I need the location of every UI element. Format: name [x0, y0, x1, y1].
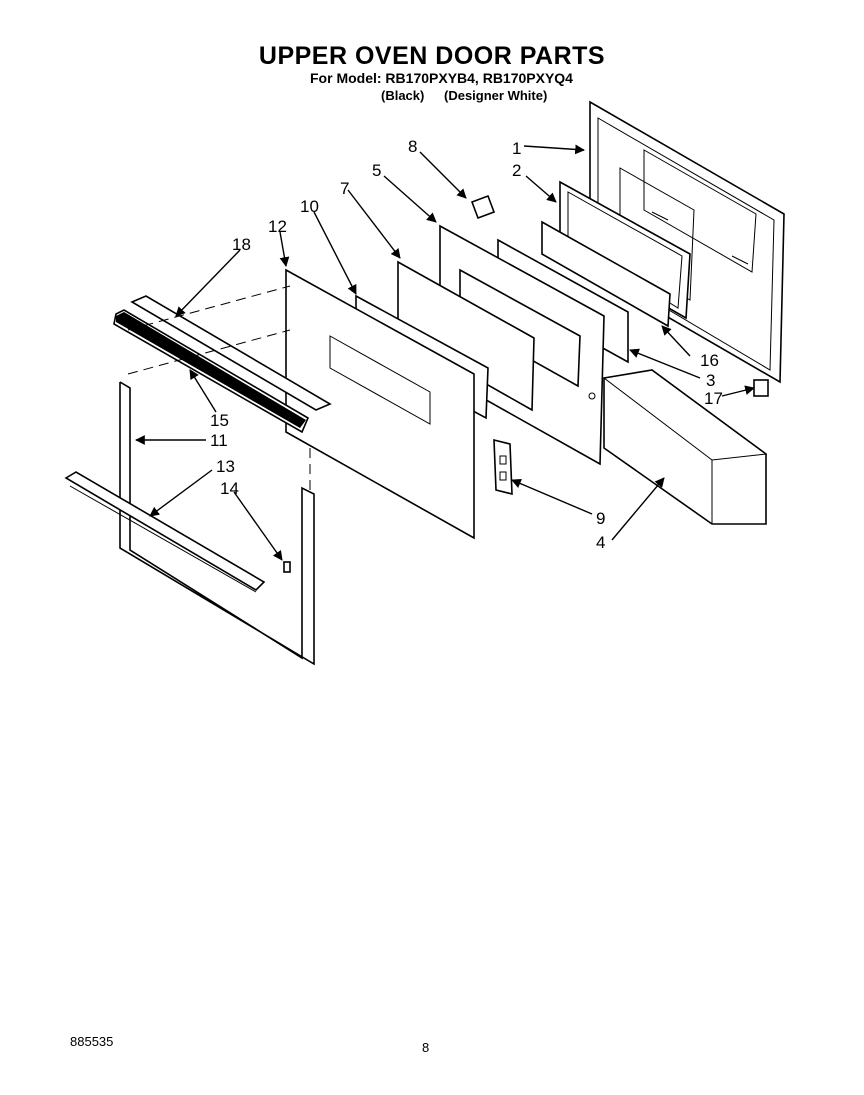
callout-15: 15: [210, 411, 229, 430]
callout-18: 18: [232, 235, 251, 254]
part-17-clip: [753, 379, 769, 397]
page-title: UPPER OVEN DOOR PARTS: [258, 42, 606, 70]
part-7-window-glass: [397, 260, 535, 412]
model-line: For Model: RB170PXYB4, RB170PXYQ4: [310, 70, 573, 86]
callout-9: 9: [596, 509, 605, 528]
callout-8: 8: [408, 137, 417, 156]
callout-14: 14: [220, 479, 239, 498]
callout-2: 2: [512, 161, 521, 180]
callout-1: 1: [512, 139, 521, 158]
page-number: 8: [422, 1040, 430, 1055]
variant-white-label: (Designer White): [444, 88, 548, 103]
part-15-vent-assembly: [113, 309, 310, 434]
callout-7: 7: [340, 179, 349, 198]
part-8-bracket: [470, 194, 496, 220]
callout-4: 4: [596, 533, 605, 552]
part-14-screw: [283, 561, 291, 573]
callout-12: 12: [268, 217, 287, 236]
callout-11: 11: [210, 431, 228, 450]
callout-3: 3: [706, 371, 715, 390]
callout-10: 10: [300, 197, 319, 216]
part-11-outer-door-frame: [119, 381, 315, 666]
document-code: 885535: [70, 1034, 114, 1049]
part-2-door-gasket: [559, 180, 691, 320]
part-9-hinge-bracket: [493, 438, 513, 496]
callout-5: 5: [372, 161, 381, 180]
callout-13: 13: [216, 457, 235, 476]
part-4-insulation-block: [602, 369, 768, 525]
part-13-door-handle: [64, 471, 266, 593]
callout-17: 17: [704, 389, 723, 408]
variant-black-label: (Black): [381, 88, 425, 103]
part-18-trim-strip: [130, 295, 332, 411]
callout-16: 16: [700, 351, 719, 370]
